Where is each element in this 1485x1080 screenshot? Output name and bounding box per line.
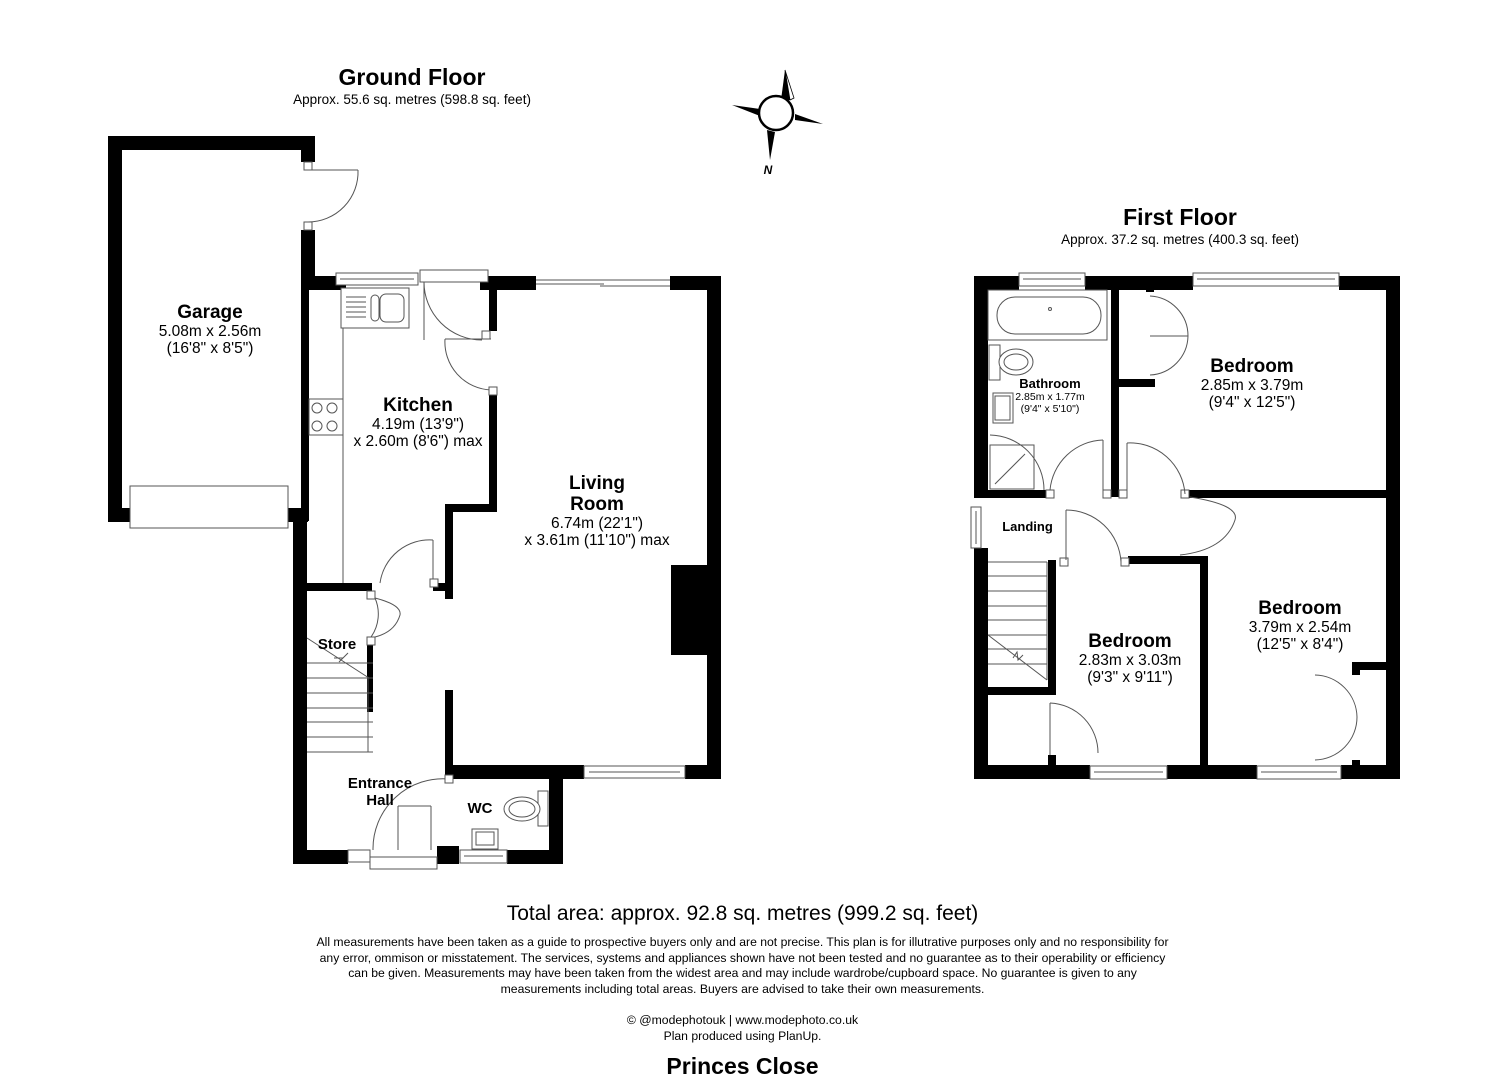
room-name: Kitchen (383, 395, 453, 416)
bedroom1-door (1118, 442, 1190, 499)
room-dimensions-imperial: (9'4" x 12'5") (1208, 394, 1296, 411)
bedroom1-wardrobe-doors (1149, 295, 1189, 376)
room-name: Bathroom (1019, 376, 1081, 391)
ground-floor-title: Ground Floor (338, 64, 486, 90)
bedroom3-window (1256, 765, 1342, 780)
room-dimensions-imperial: (9'3" x 9'11") (1087, 669, 1173, 686)
first-floor-walls (974, 276, 1400, 779)
room-dimensions-metric: 2.83m x 3.03m (1078, 652, 1182, 669)
disclaimer-line: measurements including total areas. Buye… (500, 981, 985, 996)
room-label-bedroom-1: Bedroom 2.85m x 3.79m (9'4" x 12'5") (1172, 356, 1332, 411)
room-label-store: Store (317, 636, 357, 653)
room-name: Bedroom (1088, 631, 1172, 652)
room-name-line2: Hall (366, 792, 394, 809)
room-label-bedroom-2: Bedroom 2.83m x 3.03m (9'3" x 9'11") (1060, 631, 1200, 686)
living-room-window (583, 765, 686, 779)
room-dimensions-width: x 3.61m (11'10") max (524, 532, 670, 549)
room-dimensions-length: 6.74m (22'1") (550, 515, 644, 532)
room-label-kitchen: Kitchen 4.19m (13'9") x 2.60m (8'6") max (338, 395, 498, 450)
bathroom-door (1045, 439, 1112, 499)
first-floor-plan (970, 272, 1400, 780)
ground-floor-plan (108, 136, 721, 870)
compass-rose-icon (732, 69, 823, 160)
kitchen-back-door (419, 269, 491, 341)
bedroom2-window (1089, 765, 1168, 780)
garage-side-door (303, 161, 359, 231)
room-dimensions-metric: 3.79m x 2.54m (1248, 619, 1352, 636)
bedroom3-wardrobe-doors (1314, 674, 1358, 761)
kitchen-window (335, 272, 419, 286)
room-name-line1: Living (569, 473, 625, 494)
bathroom-toilet (988, 344, 1034, 381)
bedroom1-window (1192, 272, 1340, 287)
shower-tray (989, 434, 1045, 491)
disclaimer-line: All measurements have been taken as a gu… (316, 935, 1169, 949)
landing-window (970, 506, 982, 549)
bedroom3-door (1179, 496, 1236, 556)
property-address: Princes Close (666, 1053, 819, 1079)
disclaimer: All measurements have been taken as a gu… (0, 935, 1485, 997)
room-label-living-room: Living Room 6.74m (22'1") x 3.61m (11'10… (497, 473, 697, 549)
wc-toilet (503, 790, 549, 827)
bathroom-window (1018, 272, 1086, 287)
room-dimensions-length: 4.19m (13'9") (371, 416, 465, 433)
living-room-sliding-doors (536, 279, 670, 287)
room-dimensions-metric: 5.08m x 2.56m (158, 323, 262, 340)
disclaimer-line: can be given. Measurements may have been… (348, 966, 1137, 980)
front-door (347, 774, 454, 870)
disclaimer-line: any error, ommison or misstatement. The … (319, 950, 1166, 965)
first-floor-stairs (987, 561, 1048, 681)
room-name: Bedroom (1210, 356, 1294, 377)
room-label-bathroom: Bathroom 2.85m x 1.77m (9'4" x 5'10") (1010, 376, 1090, 415)
kitchen-hob (308, 398, 344, 436)
store-door (366, 590, 401, 646)
room-label-entrance-hall: Entrance Hall (330, 775, 430, 809)
room-label-wc: WC (467, 800, 493, 817)
first-floor-area: Approx. 37.2 sq. metres (400.3 sq. feet) (1061, 232, 1299, 247)
cupboard-door (1049, 702, 1099, 755)
wc-window (459, 849, 508, 864)
kitchen-sink (340, 287, 410, 329)
credit-line: © @modephotouk | www.modephoto.co.uk (626, 1013, 859, 1027)
bedroom2-door (1059, 509, 1130, 567)
room-label-garage: Garage 5.08m x 2.56m (16'8" x 8'5") (120, 302, 300, 357)
kitchen-hall-door (379, 539, 439, 588)
room-dimensions-imperial: (12'5" x 8'4") (1256, 636, 1344, 653)
room-label-landing: Landing (1002, 519, 1053, 534)
kitchen-living-door (444, 338, 498, 396)
ground-floor-walls (293, 276, 721, 864)
room-name: Bedroom (1258, 598, 1342, 619)
ground-floor-stairs (306, 637, 373, 753)
bathroom-basin (992, 392, 1014, 424)
room-name-line1: Entrance (347, 775, 413, 792)
room-dimensions-imperial: (9'4" x 5'10") (1020, 403, 1080, 415)
room-dimensions-metric: 2.85m x 3.79m (1200, 377, 1304, 394)
bathtub (987, 289, 1108, 341)
room-dimensions-width: x 2.60m (8'6") max (353, 433, 483, 450)
room-dimensions-metric: 2.85m x 1.77m (1015, 391, 1085, 403)
first-floor-title: First Floor (1123, 204, 1237, 230)
room-name-line2: Room (570, 494, 624, 515)
room-dimensions-imperial: (16'8" x 8'5") (166, 340, 254, 357)
plan-produced-line: Plan produced using PlanUp. (663, 1029, 822, 1043)
compass-north-label: N (763, 163, 773, 177)
room-label-bedroom-3: Bedroom 3.79m x 2.54m (12'5" x 8'4") (1220, 598, 1380, 653)
total-area: Total area: approx. 92.8 sq. metres (999… (506, 902, 979, 925)
room-name: Garage (177, 302, 243, 323)
wc-basin (471, 828, 499, 850)
garage-walls (108, 136, 315, 529)
ground-floor-area: Approx. 55.6 sq. metres (598.8 sq. feet) (293, 92, 531, 107)
